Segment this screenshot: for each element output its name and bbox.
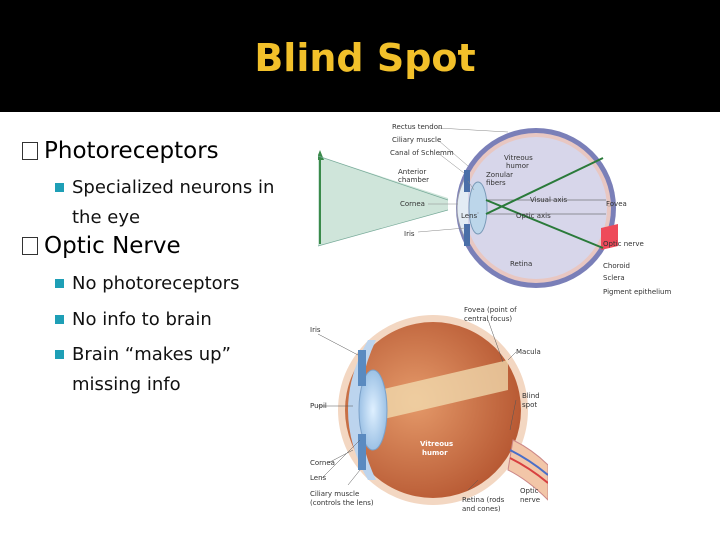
square-bullet-icon	[55, 350, 64, 359]
svg-text:Pigment epithelium: Pigment epithelium	[603, 288, 671, 296]
svg-text:Optic: Optic	[520, 487, 539, 495]
svg-text:Blind: Blind	[522, 392, 540, 400]
svg-text:and cones): and cones)	[462, 505, 501, 513]
svg-text:spot: spot	[522, 401, 537, 409]
svg-text:chamber: chamber	[398, 176, 429, 184]
svg-text:Optic nerve: Optic nerve	[603, 240, 644, 248]
bullet-box-icon	[22, 142, 38, 160]
bullet-box-icon	[22, 237, 38, 255]
eye-cross-section-diagram: Rectus tendon Ciliary muscle Canal of Sc…	[318, 123, 671, 296]
svg-text:Iris: Iris	[310, 326, 321, 334]
sub-bullet: No photoreceptors	[55, 269, 239, 299]
svg-text:Fovea (point of: Fovea (point of	[464, 306, 517, 314]
svg-text:Pupil: Pupil	[310, 402, 327, 410]
svg-text:Visual axis: Visual axis	[530, 196, 567, 204]
optic-nerve	[601, 224, 618, 250]
lens	[468, 181, 488, 235]
sub-bullet: Specialized neurons in the eye	[55, 173, 274, 233]
square-bullet-icon	[55, 183, 64, 192]
light-ray-area	[318, 156, 448, 246]
square-bullet-icon	[55, 315, 64, 324]
lens	[358, 369, 388, 451]
svg-text:Anterior: Anterior	[398, 168, 426, 176]
slide-title: Blind Spot	[254, 36, 476, 80]
svg-text:Cornea: Cornea	[400, 200, 425, 208]
svg-text:Ciliary muscle: Ciliary muscle	[310, 490, 359, 498]
svg-text:nerve: nerve	[520, 496, 540, 504]
svg-text:Vitreous: Vitreous	[504, 154, 533, 162]
eye-anatomy-diagram: Iris Fovea (point of central focus) Macu…	[310, 306, 548, 513]
svg-text:Vitreous: Vitreous	[420, 440, 453, 448]
svg-text:fibers: fibers	[486, 179, 506, 187]
bullet-photoreceptors: Photoreceptors	[22, 138, 219, 164]
sub-bullet: Brain “makes up” missing info	[55, 340, 231, 400]
square-bullet-icon	[55, 279, 64, 288]
svg-text:Zonular: Zonular	[486, 171, 513, 179]
svg-text:Macula: Macula	[516, 348, 541, 356]
svg-text:Sclera: Sclera	[603, 274, 625, 282]
svg-text:central focus): central focus)	[464, 315, 512, 323]
svg-text:Retina: Retina	[510, 260, 532, 268]
svg-text:Ciliary muscle: Ciliary muscle	[392, 136, 441, 144]
svg-text:Retina (rods: Retina (rods	[462, 496, 505, 504]
svg-text:Rectus tendon: Rectus tendon	[392, 123, 442, 131]
svg-text:humor: humor	[506, 162, 529, 170]
svg-text:humor: humor	[422, 449, 448, 457]
svg-text:Choroid: Choroid	[603, 262, 630, 270]
svg-text:Canal of Schlemm: Canal of Schlemm	[390, 149, 454, 157]
svg-text:Optic axis: Optic axis	[516, 212, 551, 220]
svg-text:Iris: Iris	[404, 230, 415, 238]
svg-text:Lens: Lens	[461, 212, 478, 220]
svg-text:Lens: Lens	[310, 474, 327, 482]
vitreous-humor	[345, 322, 521, 498]
sub-bullet: No info to brain	[55, 305, 212, 335]
svg-text:Fovea: Fovea	[606, 200, 627, 208]
iris	[358, 350, 366, 386]
bullet-optic-nerve: Optic Nerve	[22, 233, 181, 259]
title-bar: Blind Spot	[0, 0, 720, 112]
svg-text:(controls the lens): (controls the lens)	[310, 499, 374, 507]
svg-text:Cornea: Cornea	[310, 459, 335, 467]
